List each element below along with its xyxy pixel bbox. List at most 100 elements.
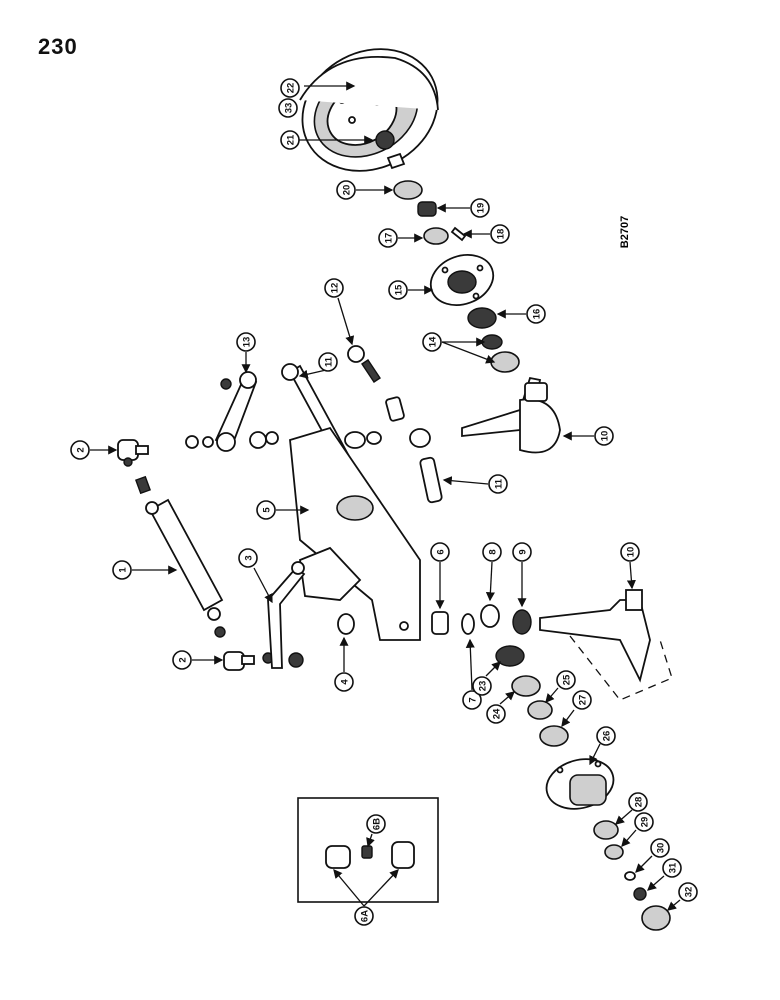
svg-text:30: 30 <box>656 843 667 854</box>
svg-text:22: 22 <box>286 83 297 94</box>
bushing-top-a <box>344 431 366 449</box>
svg-text:27: 27 <box>578 695 589 706</box>
callout-14: 14 <box>422 332 442 352</box>
callout-18: 18 <box>490 224 510 244</box>
tie-rod-end-12 <box>347 345 381 383</box>
callout-1: 1 <box>112 560 132 580</box>
callout-5: 5 <box>256 500 276 520</box>
callout-9: 9 <box>512 542 532 562</box>
seal-24 <box>511 675 541 697</box>
callout-25: 25 <box>556 670 576 690</box>
callout-12: 12 <box>324 278 344 298</box>
callout-15: 15 <box>388 280 408 300</box>
callout-7: 7 <box>462 690 482 710</box>
washer-4 <box>337 613 355 635</box>
callout-31: 31 <box>662 858 682 878</box>
svg-text:20: 20 <box>342 185 353 196</box>
spindle-10-top <box>461 376 561 454</box>
svg-text:28: 28 <box>634 797 645 808</box>
svg-text:29: 29 <box>640 817 651 828</box>
callout-8: 8 <box>482 542 502 562</box>
svg-text:15: 15 <box>394 284 405 295</box>
lever-3 <box>267 561 306 669</box>
cup-27 <box>539 725 569 747</box>
bearing-cup-17 <box>423 227 449 245</box>
bushing-9 <box>512 609 532 635</box>
svg-text:21: 21 <box>286 134 297 145</box>
svg-text:6B: 6B <box>372 818 383 830</box>
svg-text:23: 23 <box>478 681 489 692</box>
cap-32 <box>641 905 671 931</box>
svg-text:10: 10 <box>600 431 611 442</box>
callout-11-top: 11 <box>318 352 338 372</box>
svg-text:11: 11 <box>494 478 505 489</box>
svg-text:7: 7 <box>468 697 479 702</box>
nut-31 <box>633 887 647 901</box>
callout-19: 19 <box>470 198 490 218</box>
ball-joint-2-top <box>117 439 149 467</box>
bearing-29 <box>604 844 624 860</box>
callout-13: 13 <box>236 332 256 352</box>
callout-20: 20 <box>336 180 356 200</box>
svg-text:1: 1 <box>118 567 129 573</box>
bushing-8 <box>480 604 500 628</box>
bushing-top-c <box>409 428 431 448</box>
sleeve-11a <box>385 396 405 422</box>
svg-text:6A: 6A <box>360 910 371 922</box>
svg-text:9: 9 <box>518 549 529 554</box>
drawing-code: B2707 <box>619 216 631 248</box>
svg-text:2: 2 <box>178 657 189 662</box>
spindle-10-bottom <box>539 589 673 701</box>
svg-text:25: 25 <box>562 674 573 685</box>
hydraulic-cylinder-1 <box>135 475 226 638</box>
bushing-top-b <box>366 431 382 445</box>
callout-21: 21 <box>280 130 300 150</box>
callout-6a: 6A <box>354 906 374 926</box>
callout-4: 4 <box>334 672 354 692</box>
svg-text:5: 5 <box>262 507 273 513</box>
svg-text:11: 11 <box>324 356 335 367</box>
callout-3: 3 <box>238 548 258 568</box>
axle-arm-5 <box>289 426 421 641</box>
svg-text:26: 26 <box>602 731 613 742</box>
svg-text:17: 17 <box>384 233 395 244</box>
callout-23: 23 <box>472 676 492 696</box>
callout-17: 17 <box>378 228 398 248</box>
bushing-6 <box>431 611 449 635</box>
bearing-19 <box>417 201 437 217</box>
bearing-14a <box>481 334 503 350</box>
pin-11 <box>419 456 443 504</box>
callout-24: 24 <box>486 704 506 724</box>
svg-text:18: 18 <box>496 229 507 240</box>
svg-text:16: 16 <box>532 309 543 320</box>
callout-27: 27 <box>572 690 592 710</box>
callout-26: 26 <box>596 726 616 746</box>
steering-arm-13 <box>185 371 279 452</box>
leader-lines <box>90 81 681 911</box>
callout-10-bottom: 10 <box>620 542 640 562</box>
callout-28: 28 <box>628 792 648 812</box>
svg-text:10: 10 <box>626 547 637 558</box>
callout-11-pin: 11 <box>488 474 508 494</box>
svg-text:2: 2 <box>76 447 87 452</box>
callout-30: 30 <box>650 838 670 858</box>
svg-text:31: 31 <box>668 862 679 873</box>
callout-10-top: 10 <box>594 426 614 446</box>
hub-15 <box>429 254 495 306</box>
callout-6b: 6B <box>366 814 386 834</box>
svg-text:4: 4 <box>340 679 351 685</box>
svg-text:8: 8 <box>488 549 499 554</box>
seal-16 <box>467 307 497 329</box>
svg-text:6: 6 <box>436 549 447 554</box>
ball-joint-2-bottom <box>223 651 274 671</box>
svg-text:14: 14 <box>428 336 439 347</box>
page-number: 230 <box>38 34 78 59</box>
svg-text:3: 3 <box>244 555 255 560</box>
bearing-14b <box>490 351 520 373</box>
svg-text:24: 24 <box>492 708 503 719</box>
svg-text:13: 13 <box>242 337 253 348</box>
seal-23 <box>495 645 525 667</box>
svg-text:33: 33 <box>284 103 295 114</box>
callout-2-top: 2 <box>70 440 90 460</box>
